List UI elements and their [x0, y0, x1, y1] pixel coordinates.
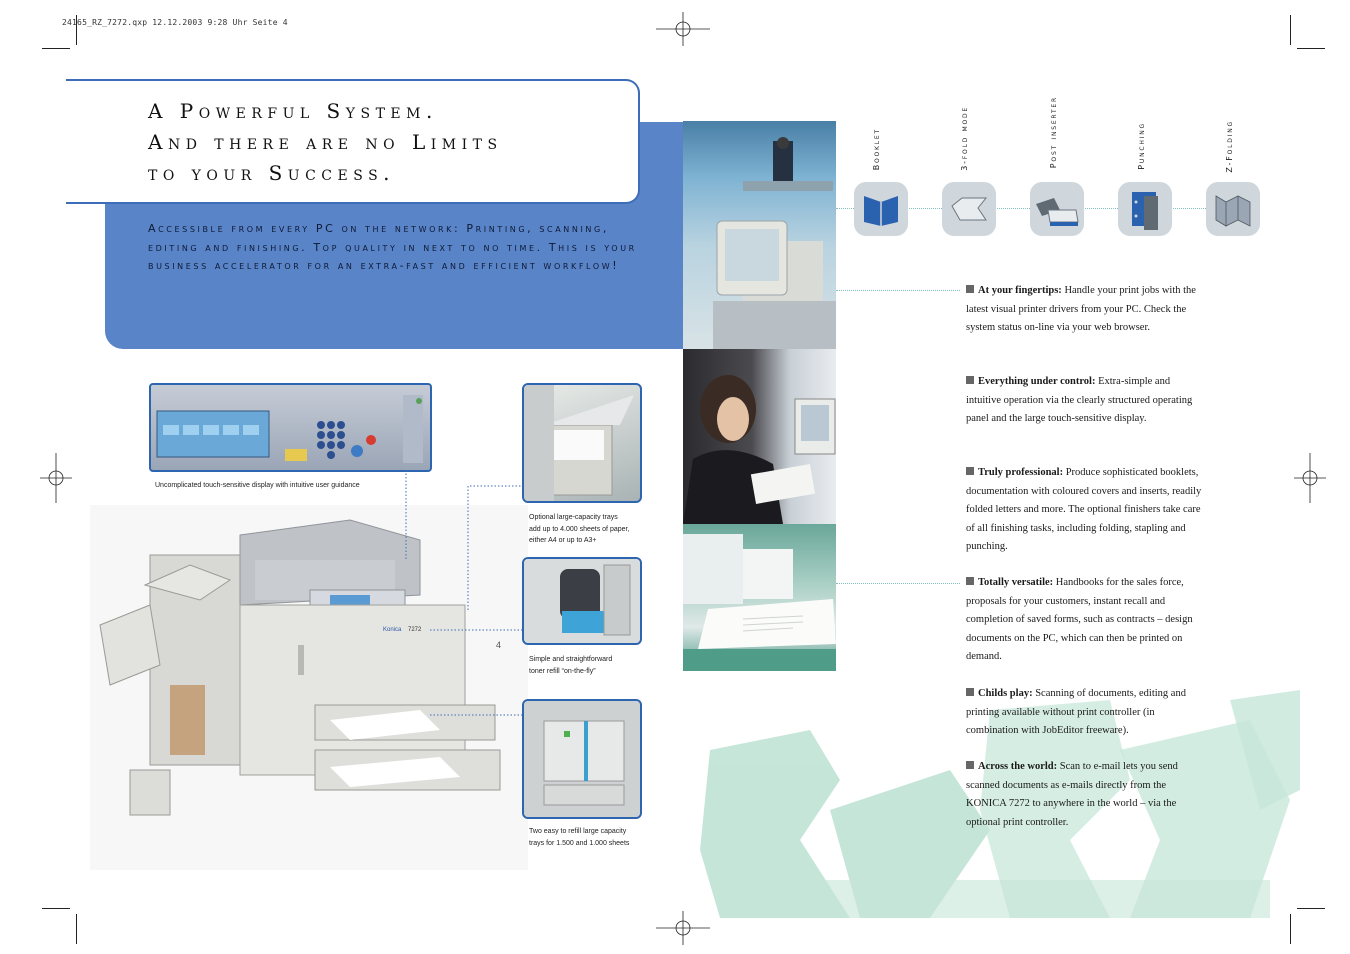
- machine-model: 7272: [408, 627, 422, 633]
- feature-control: Everything under control: Extra-simple a…: [966, 376, 1193, 424]
- post-inserter-icon: [1030, 182, 1084, 236]
- bullet-icon: [966, 577, 974, 585]
- bullet-icon: [966, 376, 974, 384]
- woman-at-desk-photo: [683, 349, 836, 524]
- feature-across-world: Across the world: Scan to e-mail lets yo…: [966, 761, 1178, 828]
- toner-refill-image: [522, 557, 642, 645]
- operating-panel-image: [149, 383, 432, 472]
- office-photo: [683, 121, 836, 349]
- printed-documents-photo: [683, 524, 836, 671]
- feature-connector-2: [836, 583, 960, 584]
- tri-fold-icon: [942, 182, 996, 236]
- machine-brand: Konica: [383, 627, 402, 633]
- bullet-icon: [966, 688, 974, 696]
- trays-caption: Optional large-capacity trays add up to …: [529, 514, 630, 544]
- feature-connector-1: [836, 290, 960, 291]
- toner-caption: Simple and straightforward toner refill …: [529, 656, 613, 675]
- feature-childs-play: Childs play: Scanning of documents, edit…: [966, 688, 1186, 736]
- punching-icon: [1118, 182, 1172, 236]
- title-box: [66, 79, 640, 204]
- feature-professional: Truly professional: Produce sophisticate…: [966, 467, 1202, 552]
- bullet-icon: [966, 467, 974, 475]
- mint-brush-background: [700, 690, 1300, 918]
- copier-machine-image: Konica 7272 4: [90, 505, 528, 870]
- page-title: A Powerful System. And there are no Limi…: [148, 99, 503, 185]
- machine-unit-number: 4: [496, 640, 501, 650]
- feature-versatile: Totally versatile: Handbooks for the sal…: [966, 577, 1193, 662]
- panel-caption: Uncomplicated touch-sensitive display wi…: [155, 482, 360, 489]
- refill-trays-image: [522, 699, 642, 819]
- feature-fingertips: At your fingertips: Handle your print jo…: [966, 285, 1196, 333]
- z-folding-icon: [1206, 182, 1260, 236]
- booklet-icon: [854, 182, 908, 236]
- refill-caption: Two easy to refill large capacity trays …: [529, 828, 630, 847]
- bullet-icon: [966, 285, 974, 293]
- intro-text: Accessible from every PC on the network:…: [148, 222, 637, 272]
- file-slug: 24165_RZ_7272.qxp 12.12.2003 9:28 Uhr Se…: [62, 18, 288, 27]
- large-capacity-tray-image: [522, 383, 642, 503]
- bullet-icon: [966, 761, 974, 769]
